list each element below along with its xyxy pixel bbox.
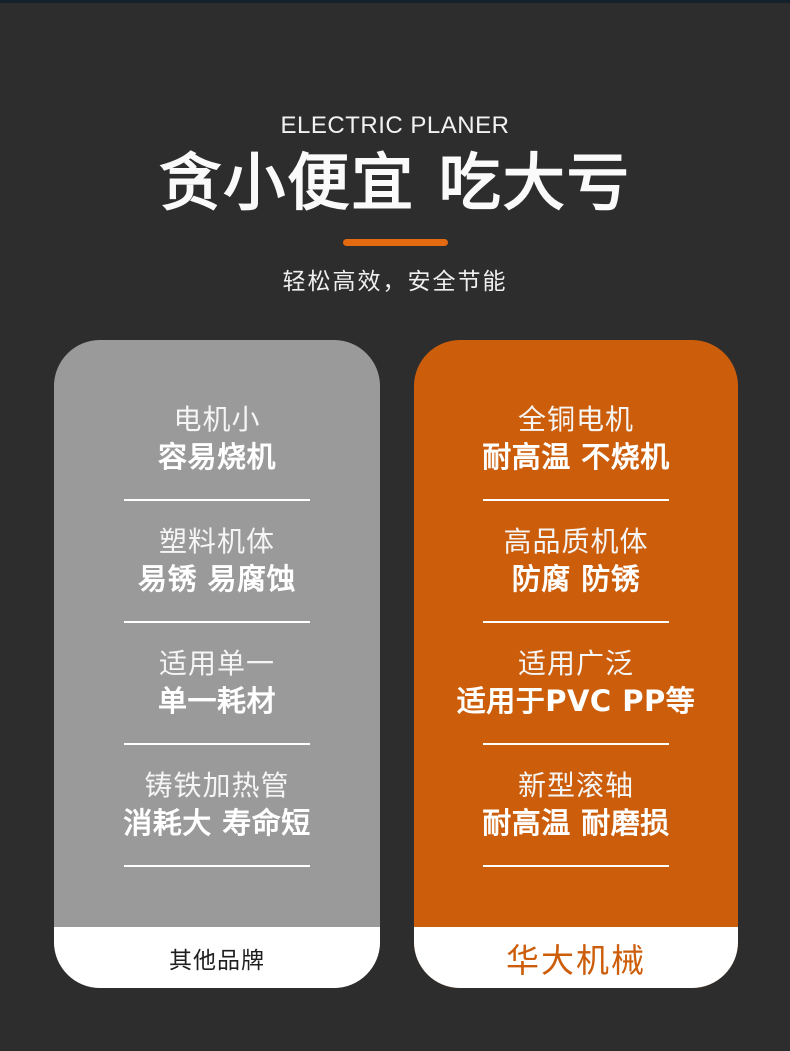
feature-item: 新型滚轴 耐高温 耐磨损	[414, 768, 738, 890]
feature-divider	[124, 865, 310, 867]
feature-item: 铸铁加热管 消耗大 寿命短	[54, 768, 380, 890]
subtitle: 轻松高效，安全节能	[282, 269, 508, 295]
other-brand-footer: 其他品牌	[54, 927, 380, 988]
eyebrow-text: ELECTRIC PLANER	[280, 112, 510, 139]
feature-divider	[483, 621, 669, 623]
feature-divider	[483, 865, 669, 867]
feature-label: 高品质机体	[503, 525, 649, 558]
feature-label: 铸铁加热管	[144, 769, 290, 802]
feature-label: 电机小	[173, 403, 261, 436]
our-brand-footer: 华大机械	[414, 927, 738, 988]
feature-item: 高品质机体 防腐 防锈	[414, 524, 738, 646]
accent-divider	[343, 239, 448, 246]
top-edge-bar	[0, 0, 790, 3]
feature-label: 适用单一	[158, 647, 275, 680]
feature-divider	[124, 743, 310, 745]
feature-label: 全铜电机	[517, 403, 634, 436]
other-brand-label: 其他品牌	[169, 947, 265, 974]
feature-divider	[483, 743, 669, 745]
feature-divider	[124, 621, 310, 623]
other-feature-list: 电机小 容易烧机 塑料机体 易锈 易腐蚀 适用单一 单一耗材 铸铁加热管 消耗大…	[54, 402, 380, 890]
feature-detail: 消耗大 寿命短	[123, 806, 311, 840]
feature-label: 新型滚轴	[517, 769, 634, 802]
our-feature-list: 全铜电机 耐高温 不烧机 高品质机体 防腐 防锈 适用广泛 适用于PVC PP等…	[414, 402, 738, 890]
feature-divider	[483, 499, 669, 501]
feature-item: 电机小 容易烧机	[54, 402, 380, 524]
feature-detail: 容易烧机	[157, 440, 276, 474]
feature-detail: 耐高温 耐磨损	[482, 806, 670, 840]
feature-item: 适用单一 单一耗材	[54, 646, 380, 768]
feature-item: 适用广泛 适用于PVC PP等	[414, 646, 738, 768]
feature-detail: 适用于PVC PP等	[456, 684, 696, 718]
feature-divider	[124, 499, 310, 501]
our-brand-card: 全铜电机 耐高温 不烧机 高品质机体 防腐 防锈 适用广泛 适用于PVC PP等…	[414, 340, 738, 988]
feature-detail: 单一耗材	[157, 684, 276, 718]
feature-detail: 易锈 易腐蚀	[137, 562, 297, 596]
feature-detail: 耐高温 不烧机	[482, 440, 670, 474]
feature-item: 塑料机体 易锈 易腐蚀	[54, 524, 380, 646]
other-brand-card: 电机小 容易烧机 塑料机体 易锈 易腐蚀 适用单一 单一耗材 铸铁加热管 消耗大…	[54, 340, 380, 988]
feature-detail: 防腐 防锈	[511, 562, 641, 596]
feature-label: 塑料机体	[158, 525, 275, 558]
feature-label: 适用广泛	[517, 647, 634, 680]
our-brand-label: 华大机械	[506, 940, 646, 980]
page-title: 贪小便宜 吃大亏	[159, 146, 631, 219]
feature-item: 全铜电机 耐高温 不烧机	[414, 402, 738, 524]
